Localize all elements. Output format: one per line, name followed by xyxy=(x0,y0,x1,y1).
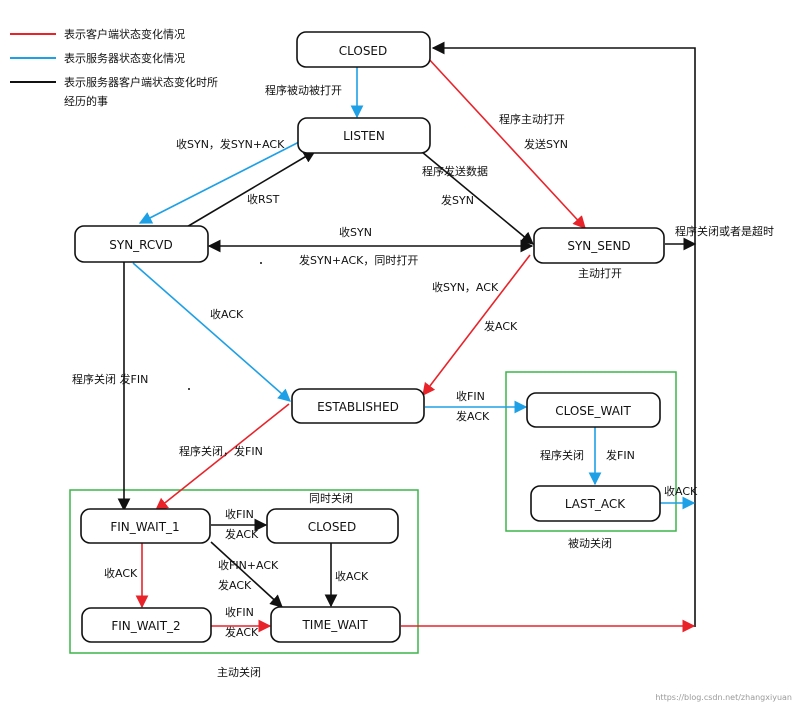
label-recv-rst: 收RST xyxy=(247,192,280,206)
edge-closed-synsend xyxy=(426,56,586,229)
label-app-close-send-fin-est: 程序关闭，发FIN xyxy=(179,444,263,458)
svg-text:FIN_WAIT_2: FIN_WAIT_2 xyxy=(111,619,180,633)
label-app-close-cw: 程序关闭 xyxy=(540,448,584,462)
state-closed-mid: CLOSED xyxy=(266,508,399,544)
svg-text:CLOSED: CLOSED xyxy=(339,44,388,58)
svg-text:LAST_ACK: LAST_ACK xyxy=(565,497,626,511)
legend-both-text-2: 经历的事 xyxy=(64,94,108,108)
edge-established-finwait1 xyxy=(154,403,290,511)
svg-text:LISTEN: LISTEN xyxy=(343,129,385,143)
svg-text:ESTABLISHED: ESTABLISHED xyxy=(317,400,399,414)
edge-synrcvd-established xyxy=(132,262,291,402)
stray-dot xyxy=(188,388,190,390)
label-active-open-note: 主动打开 xyxy=(578,266,622,280)
passive-close-box xyxy=(505,371,677,532)
label-recv-fin-est: 收FIN xyxy=(456,389,485,403)
label-send-syn-top: 发送SYN xyxy=(524,137,568,151)
label-recv-fin-fw1: 收FIN xyxy=(225,507,254,521)
label-recv-ack-last: 收ACK xyxy=(664,484,698,498)
legend-server-text: 表示服务器状态变化情况 xyxy=(64,51,185,65)
edge-listen-synsend xyxy=(421,151,534,245)
label-send-ack-fw1: 发ACK xyxy=(225,527,259,541)
label-recv-ack-closed: 收ACK xyxy=(335,569,369,583)
edge-rail-closed xyxy=(431,41,696,627)
state-listen: LISTEN xyxy=(297,117,431,154)
state-closed-top: CLOSED xyxy=(296,31,431,68)
label-send-ack-diag: 发ACK xyxy=(218,578,252,592)
state-nodes: CLOSED LISTEN SYN_RCVD SYN_SEND ESTABLIS… xyxy=(74,31,665,643)
svg-text:CLOSED: CLOSED xyxy=(308,520,357,534)
label-send-fin-cw: 发FIN xyxy=(606,448,635,462)
label-send-syn-ack-simul-open: 发SYN+ACK，同时打开 xyxy=(299,253,418,267)
svg-text:CLOSE_WAIT: CLOSE_WAIT xyxy=(555,404,631,418)
edge-labels: 程序被动被打开 程序主动打开 发送SYN 收SYN，发SYN+ACK 收RST … xyxy=(72,83,774,679)
state-syn-rcvd: SYN_RCVD xyxy=(74,225,209,263)
watermark: https://blog.csdn.net/zhangxiyuan xyxy=(655,693,792,702)
legend-both-text-1: 表示服务器客户端状态变化时所 xyxy=(64,75,218,89)
svg-text:SYN_RCVD: SYN_RCVD xyxy=(109,238,173,252)
label-active-open: 程序主动打开 xyxy=(499,112,565,126)
label-app-close-send-fin-left: 程序关闭 发FIN xyxy=(72,372,148,386)
label-active-close: 主动关闭 xyxy=(217,665,261,679)
label-send-ack-fw2: 发ACK xyxy=(225,625,259,639)
label-recv-syn-mid: 收SYN xyxy=(339,225,372,239)
edge-synsend-established xyxy=(422,254,531,397)
state-time-wait: TIME_WAIT xyxy=(270,606,401,643)
state-established: ESTABLISHED xyxy=(291,388,425,424)
legend: 表示客户端状态变化情况 表示服务器状态变化情况 表示服务器客户端状态变化时所 经… xyxy=(10,27,218,108)
state-last-ack: LAST_ACK xyxy=(530,485,661,522)
label-recv-syn-ack: 收SYN，ACK xyxy=(432,280,499,294)
label-app-close-or-timeout: 程序关闭或者是超时 xyxy=(675,224,774,238)
label-recv-fin-ack: 收FIN+ACK xyxy=(218,558,279,572)
edge-synrcvd-listen xyxy=(184,150,317,229)
label-recv-syn-send-syn-ack: 收SYN，发SYN+ACK xyxy=(176,137,285,151)
svg-text:SYN_SEND: SYN_SEND xyxy=(567,239,630,253)
state-fin-wait-2: FIN_WAIT_2 xyxy=(81,607,212,643)
state-syn-send: SYN_SEND xyxy=(533,227,665,264)
label-passive-open: 程序被动被打开 xyxy=(265,83,342,97)
label-app-send-data: 程序发送数据 xyxy=(422,164,488,178)
svg-text:TIME_WAIT: TIME_WAIT xyxy=(301,618,368,632)
label-send-ack-mid: 发ACK xyxy=(484,319,518,333)
label-recv-fin-fw2: 收FIN xyxy=(225,605,254,619)
edge-listen-synrcvd xyxy=(138,139,304,224)
label-send-ack-est: 发ACK xyxy=(456,409,490,423)
edges xyxy=(117,41,697,633)
stray-dot xyxy=(260,262,262,264)
label-recv-ack-mid: 收ACK xyxy=(210,307,244,321)
edge-finwait1-timewait xyxy=(210,541,283,608)
label-passive-close: 被动关闭 xyxy=(568,536,612,550)
label-recv-ack-fw1: 收ACK xyxy=(104,566,138,580)
legend-client-text: 表示客户端状态变化情况 xyxy=(64,27,185,41)
active-close-box xyxy=(69,489,419,654)
label-simul-close: 同时关闭 xyxy=(309,491,353,505)
state-fin-wait-1: FIN_WAIT_1 xyxy=(80,508,211,544)
state-close-wait: CLOSE_WAIT xyxy=(526,392,661,428)
label-send-syn-mid: 发SYN xyxy=(441,193,474,207)
svg-text:FIN_WAIT_1: FIN_WAIT_1 xyxy=(110,520,179,534)
